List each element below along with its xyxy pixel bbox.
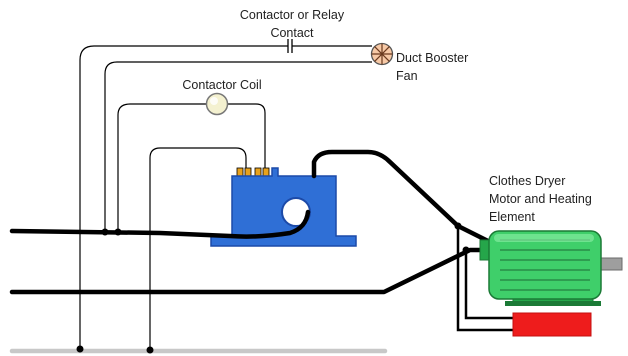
coil-label: Contactor Coil [182, 78, 261, 92]
sensor-lead-wire [149, 147, 247, 352]
power-line-top [9, 209, 311, 239]
coil-wire-left [117, 103, 207, 232]
junction-dot [454, 222, 462, 230]
power-line-bottom [9, 247, 493, 295]
junction-dot [76, 345, 84, 353]
relay-contact-icon [287, 39, 293, 53]
junction-dot [146, 346, 154, 354]
dryer-branch-wire-2 [464, 250, 513, 320]
junction-dot [101, 228, 109, 236]
dryer-branch-wire-1 [456, 226, 513, 332]
power-line-loop [311, 149, 493, 245]
coil-icon [205, 92, 229, 116]
relay-contact-label-line1: Contactor or Relay [240, 8, 345, 22]
coil-wire-right [227, 103, 266, 172]
junction-dot [114, 228, 122, 236]
heating-element-icon [512, 312, 592, 337]
relay-contact-wire-outer [79, 45, 288, 350]
fan-icon [370, 42, 394, 66]
fan-label-line2: Fan [396, 69, 418, 83]
dryer-label-line3: Element [489, 210, 535, 224]
fan-label-line1: Duct Booster [396, 51, 468, 65]
motor-icon [479, 230, 623, 306]
fan-return-wire [104, 61, 372, 232]
junction-dot [462, 246, 470, 254]
dryer-label-line1: Clothes Dryer [489, 174, 565, 188]
relay-contact-label-line2: Contact [270, 26, 314, 40]
dryer-label-line2: Motor and Heating [489, 192, 592, 206]
